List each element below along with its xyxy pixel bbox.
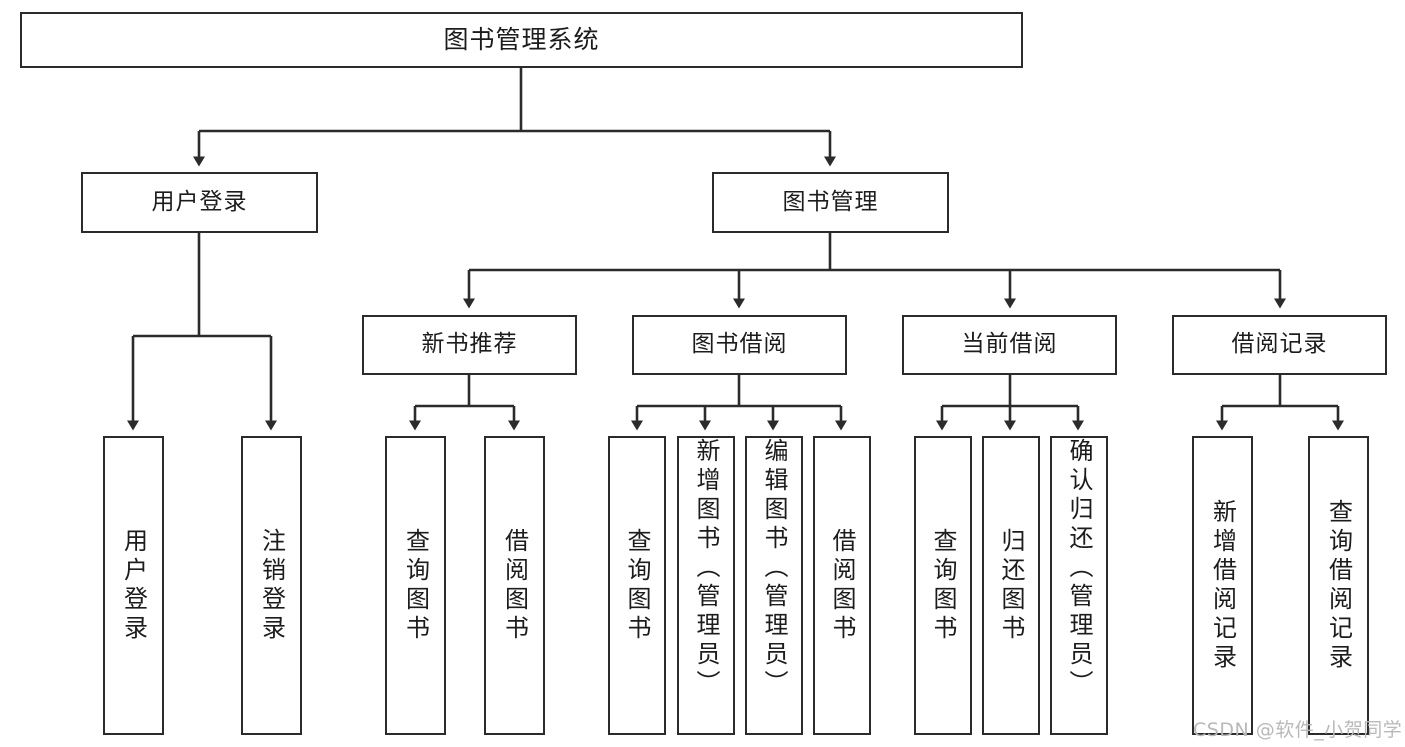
leaf-current-query-book[interactable]: 查询图书 [914,436,972,735]
leaf-borrow-query-book[interactable]: 查询图书 [608,436,666,735]
node-label: 新增借阅记录 [1208,498,1237,673]
leaf-current-confirm-return-admin[interactable]: 确认归还（管理员） [1050,436,1108,735]
node-label: 当前借阅 [961,331,1058,358]
node-book-management[interactable]: 图书管理 [712,172,949,233]
node-label: 借阅图书 [828,527,856,644]
node-user-login[interactable]: 用户登录 [81,172,318,233]
node-label: 新书推荐 [421,331,518,358]
leaf-borrow-borrow-book[interactable]: 借阅图书 [813,436,871,735]
node-label: 图书管理 [782,188,879,215]
node-label: 查询图书 [929,527,957,644]
leaf-new-book-borrow[interactable]: 借阅图书 [484,436,545,735]
node-label: 归还图书 [997,527,1025,644]
node-borrow-record[interactable]: 借阅记录 [1172,315,1387,375]
node-current-borrow[interactable]: 当前借阅 [902,315,1117,375]
node-label: 查询图书 [623,527,651,644]
node-label: 用户登录 [119,527,148,644]
leaf-record-query-record[interactable]: 查询借阅记录 [1308,436,1369,735]
csdn-watermark: CSDN @软件_小贺同学 [1193,719,1403,741]
node-label: 图书管理系统 [443,25,600,55]
node-label: 确认归还（管理员） [1065,438,1093,699]
node-root-system[interactable]: 图书管理系统 [20,12,1023,68]
node-label: 注销登录 [257,527,286,644]
leaf-borrow-edit-book-admin[interactable]: 编辑图书（管理员） [745,436,803,735]
leaf-borrow-add-book-admin[interactable]: 新增图书（管理员） [677,436,735,735]
node-label: 借阅记录 [1231,331,1328,358]
node-new-book-recommend[interactable]: 新书推荐 [362,315,577,375]
node-label: 用户登录 [151,188,248,215]
leaf-user-login-login[interactable]: 用户登录 [103,436,164,735]
leaf-current-return-book[interactable]: 归还图书 [982,436,1040,735]
leaf-record-add-record[interactable]: 新增借阅记录 [1192,436,1253,735]
node-label: 新增图书（管理员） [692,438,720,699]
node-label: 查询图书 [401,527,430,644]
node-label: 借阅图书 [500,527,529,644]
node-label: 图书借阅 [691,331,788,358]
leaf-user-login-logout[interactable]: 注销登录 [241,436,302,735]
node-label: 编辑图书（管理员） [760,438,788,699]
node-book-borrow[interactable]: 图书借阅 [632,315,847,375]
node-label: 查询借阅记录 [1324,498,1353,673]
leaf-new-book-query[interactable]: 查询图书 [385,436,446,735]
